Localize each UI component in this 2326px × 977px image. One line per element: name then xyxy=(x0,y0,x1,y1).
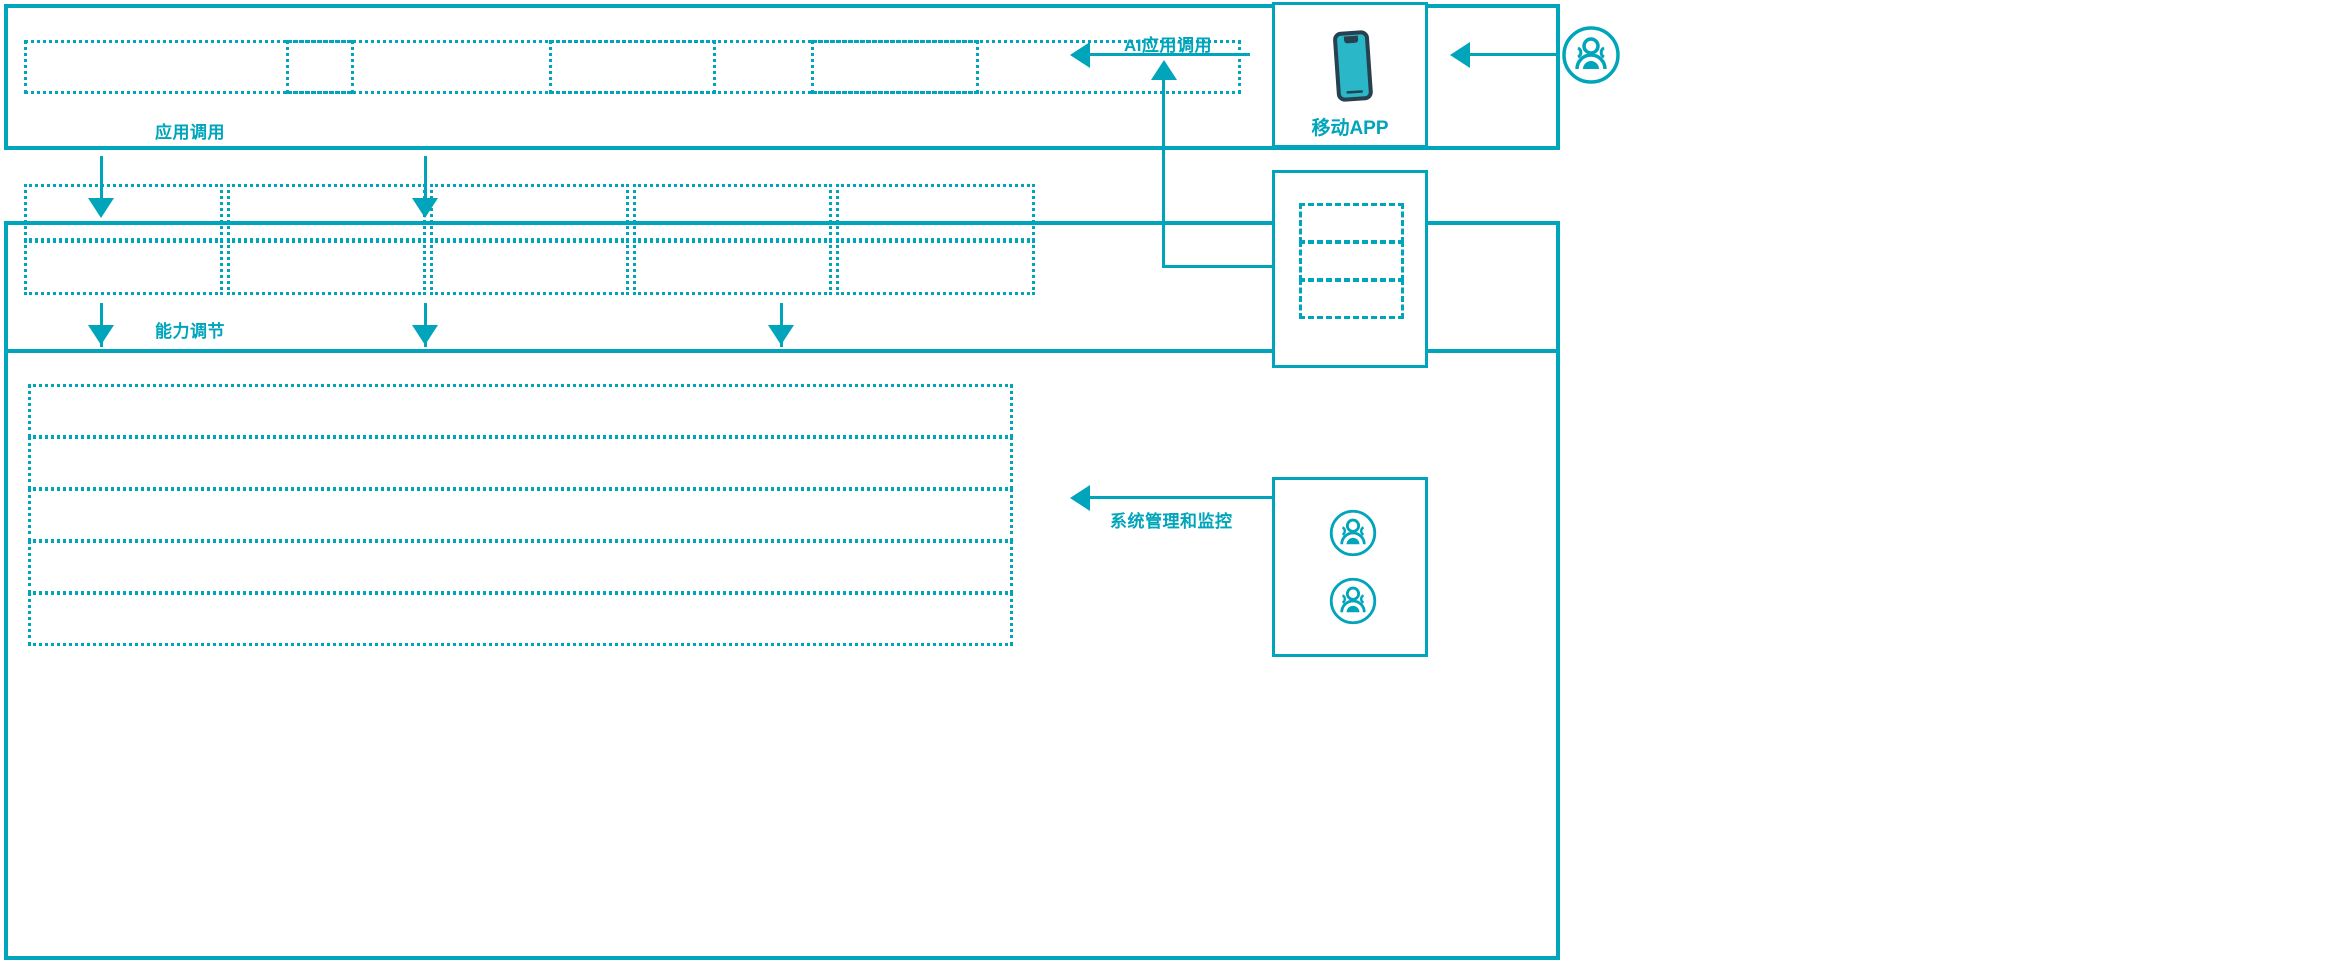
ai-app-call-line xyxy=(1090,53,1250,56)
app-call-connector-line-left xyxy=(100,156,103,200)
system-admin-monitor-label: 系统管理和监控 xyxy=(1110,512,1233,531)
platform-row-5[interactable] xyxy=(28,592,1013,646)
ai-app-call-riser-line xyxy=(1162,72,1165,268)
operations-users-panel[interactable] xyxy=(1272,477,1428,657)
channel-slot-1[interactable] xyxy=(1299,203,1404,243)
end-user-actor[interactable] xyxy=(1560,24,1622,86)
app-call-connector-line-right xyxy=(424,156,427,200)
app-call-arrow-left xyxy=(88,198,114,218)
application-slot-3[interactable] xyxy=(549,40,979,94)
platform-row-1[interactable] xyxy=(28,384,1013,438)
user-group-icon-2[interactable] xyxy=(1328,576,1378,626)
platform-row-3[interactable] xyxy=(28,488,1013,542)
capability-slot-r2c2[interactable] xyxy=(227,240,426,295)
channel-slot-2[interactable] xyxy=(1299,241,1404,281)
ai-app-call-arrow-head xyxy=(1070,42,1090,68)
capability-slot-r1c5[interactable] xyxy=(836,184,1035,241)
capability-call-label: 能力调节 xyxy=(155,322,225,341)
channel-list-panel[interactable] xyxy=(1272,170,1428,368)
platform-row-4[interactable] xyxy=(28,540,1013,594)
end-user-to-mobile-app-arrow-head xyxy=(1450,42,1470,68)
capability-slot-r1c2[interactable] xyxy=(227,184,426,241)
capability-slot-r2c4[interactable] xyxy=(633,240,832,295)
ai-app-call-label: AI应用调用 xyxy=(1124,36,1212,55)
capability-call-arrow-2 xyxy=(412,325,438,345)
application-slot-4[interactable] xyxy=(811,40,1241,94)
system-admin-monitor-line xyxy=(1090,496,1272,499)
capability-slot-r1c3[interactable] xyxy=(430,184,629,241)
user-group-icon-1[interactable] xyxy=(1328,508,1378,558)
app-call-label: 应用调用 xyxy=(155,123,225,142)
capability-slot-r2c5[interactable] xyxy=(836,240,1035,295)
channel-slot-3[interactable] xyxy=(1299,279,1404,319)
mobile-app-panel[interactable]: 移动APP xyxy=(1272,2,1428,148)
ai-app-call-riser-foot xyxy=(1162,265,1272,268)
ai-app-call-riser-arrow-head xyxy=(1151,60,1177,80)
capability-slot-r1c4[interactable] xyxy=(633,184,832,241)
capability-slot-r2c3[interactable] xyxy=(430,240,629,295)
mobile-phone-icon xyxy=(1333,30,1373,102)
capability-call-arrow-1 xyxy=(88,325,114,345)
application-slot-1[interactable] xyxy=(24,40,354,94)
end-user-to-mobile-app-line xyxy=(1470,53,1560,56)
capability-slot-r2c1[interactable] xyxy=(24,240,223,295)
platform-row-2[interactable] xyxy=(28,436,1013,490)
mobile-app-label: 移动APP xyxy=(1311,118,1389,139)
capability-slot-r1c1[interactable] xyxy=(24,184,223,241)
system-admin-monitor-arrow-head xyxy=(1070,485,1090,511)
application-slot-2[interactable] xyxy=(286,40,716,94)
capability-call-arrow-3 xyxy=(768,325,794,345)
